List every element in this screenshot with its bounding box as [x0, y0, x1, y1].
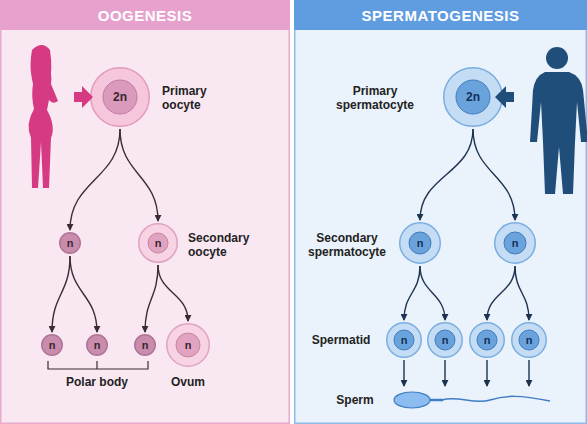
ploidy-label: n	[138, 223, 178, 263]
ploidy-label: n	[511, 322, 547, 358]
cell-node: nOvum	[166, 323, 210, 367]
cell-membrane	[87, 335, 108, 356]
cell-node: n	[86, 334, 108, 356]
ploidy-label: n	[166, 323, 210, 367]
panel-title: SPERMATOGENESIS	[362, 7, 520, 24]
panel-header: SPERMATOGENESIS	[294, 0, 587, 30]
cell-name: Spermatid	[300, 333, 382, 347]
sperm-tail	[442, 396, 550, 401]
cell-node: n	[134, 334, 156, 356]
cell-membrane	[470, 323, 505, 358]
cell-node: n	[427, 322, 463, 358]
ploidy-label: 2n	[90, 67, 150, 127]
ploidy-label: n	[469, 322, 505, 358]
cell-membrane	[135, 335, 156, 356]
cell-node: nSecondary spermatocyte	[399, 222, 441, 264]
cell-node: nSecondary oocyte	[138, 223, 178, 263]
cell-node: 2nPrimary oocyte	[90, 67, 150, 127]
cell-membrane	[91, 68, 150, 127]
cell-membrane	[428, 323, 463, 358]
ploidy-label: n	[59, 232, 81, 254]
cell-membrane	[60, 233, 81, 254]
cell-membrane	[167, 324, 210, 367]
ploidy-label: n	[41, 334, 63, 356]
cell-name: Primary oocyte	[162, 84, 226, 112]
ploidy-label: n	[134, 334, 156, 356]
sperm-shape	[392, 388, 552, 412]
cell-membrane	[387, 323, 422, 358]
sperm-head	[394, 392, 430, 408]
cell-node: 2nPrimary spermatocyte	[443, 67, 503, 127]
cell-node: n	[59, 232, 81, 254]
cell-membrane	[42, 335, 63, 356]
ploidy-label: n	[427, 322, 463, 358]
cell-node: n	[41, 334, 63, 356]
stage-panel: SPERMATOGENESIS2nPrimary spermatocytenSe…	[294, 0, 587, 424]
ploidy-label: n	[86, 334, 108, 356]
cell-membrane	[400, 223, 441, 264]
cell-name: Ovum	[158, 375, 218, 389]
cell-membrane	[512, 323, 547, 358]
cell-node: n	[469, 322, 505, 358]
cell-name: Secondary spermatocyte	[298, 231, 396, 259]
panel-title: OOGENESIS	[98, 7, 193, 24]
cell-name: Primary spermatocyte	[328, 84, 422, 112]
stage-panel: OOGENESIS2nPrimary oocytennSecondary ooc…	[0, 0, 290, 424]
cell-membrane	[444, 68, 503, 127]
cell-name: Secondary oocyte	[188, 231, 268, 259]
ploidy-label: n	[386, 322, 422, 358]
panel-header: OOGENESIS	[0, 0, 290, 30]
cell-membrane	[495, 223, 536, 264]
ploidy-label: 2n	[443, 67, 503, 127]
ploidy-label: n	[399, 222, 441, 264]
ploidy-label: n	[494, 222, 536, 264]
cell-node: nSpermatid	[386, 322, 422, 358]
cell-node: n	[494, 222, 536, 264]
sperm-node: Sperm	[392, 388, 552, 412]
cell-node: n	[511, 322, 547, 358]
cell-membrane	[139, 224, 178, 263]
group-label: Polar body	[47, 375, 147, 389]
cell-name: Sperm	[325, 393, 385, 407]
